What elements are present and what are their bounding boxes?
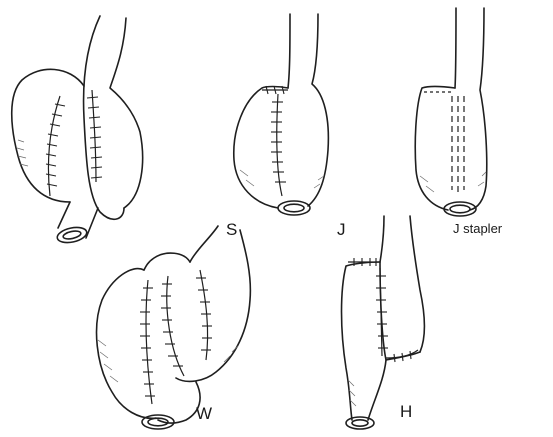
j-pouch-label: J	[337, 221, 346, 238]
w-pouch-label: W	[196, 405, 212, 422]
w-pouch-drawing	[97, 226, 251, 429]
s-pouch-label: S	[226, 221, 237, 238]
h-pouch-label: H	[400, 403, 412, 420]
s-pouch-drawing	[12, 16, 143, 245]
j-pouch-drawing	[234, 14, 329, 215]
h-pouch-drawing	[342, 216, 425, 429]
j-stapler-pouch-drawing	[415, 8, 487, 216]
j-stapler-pouch-label: J stapler	[453, 222, 502, 235]
